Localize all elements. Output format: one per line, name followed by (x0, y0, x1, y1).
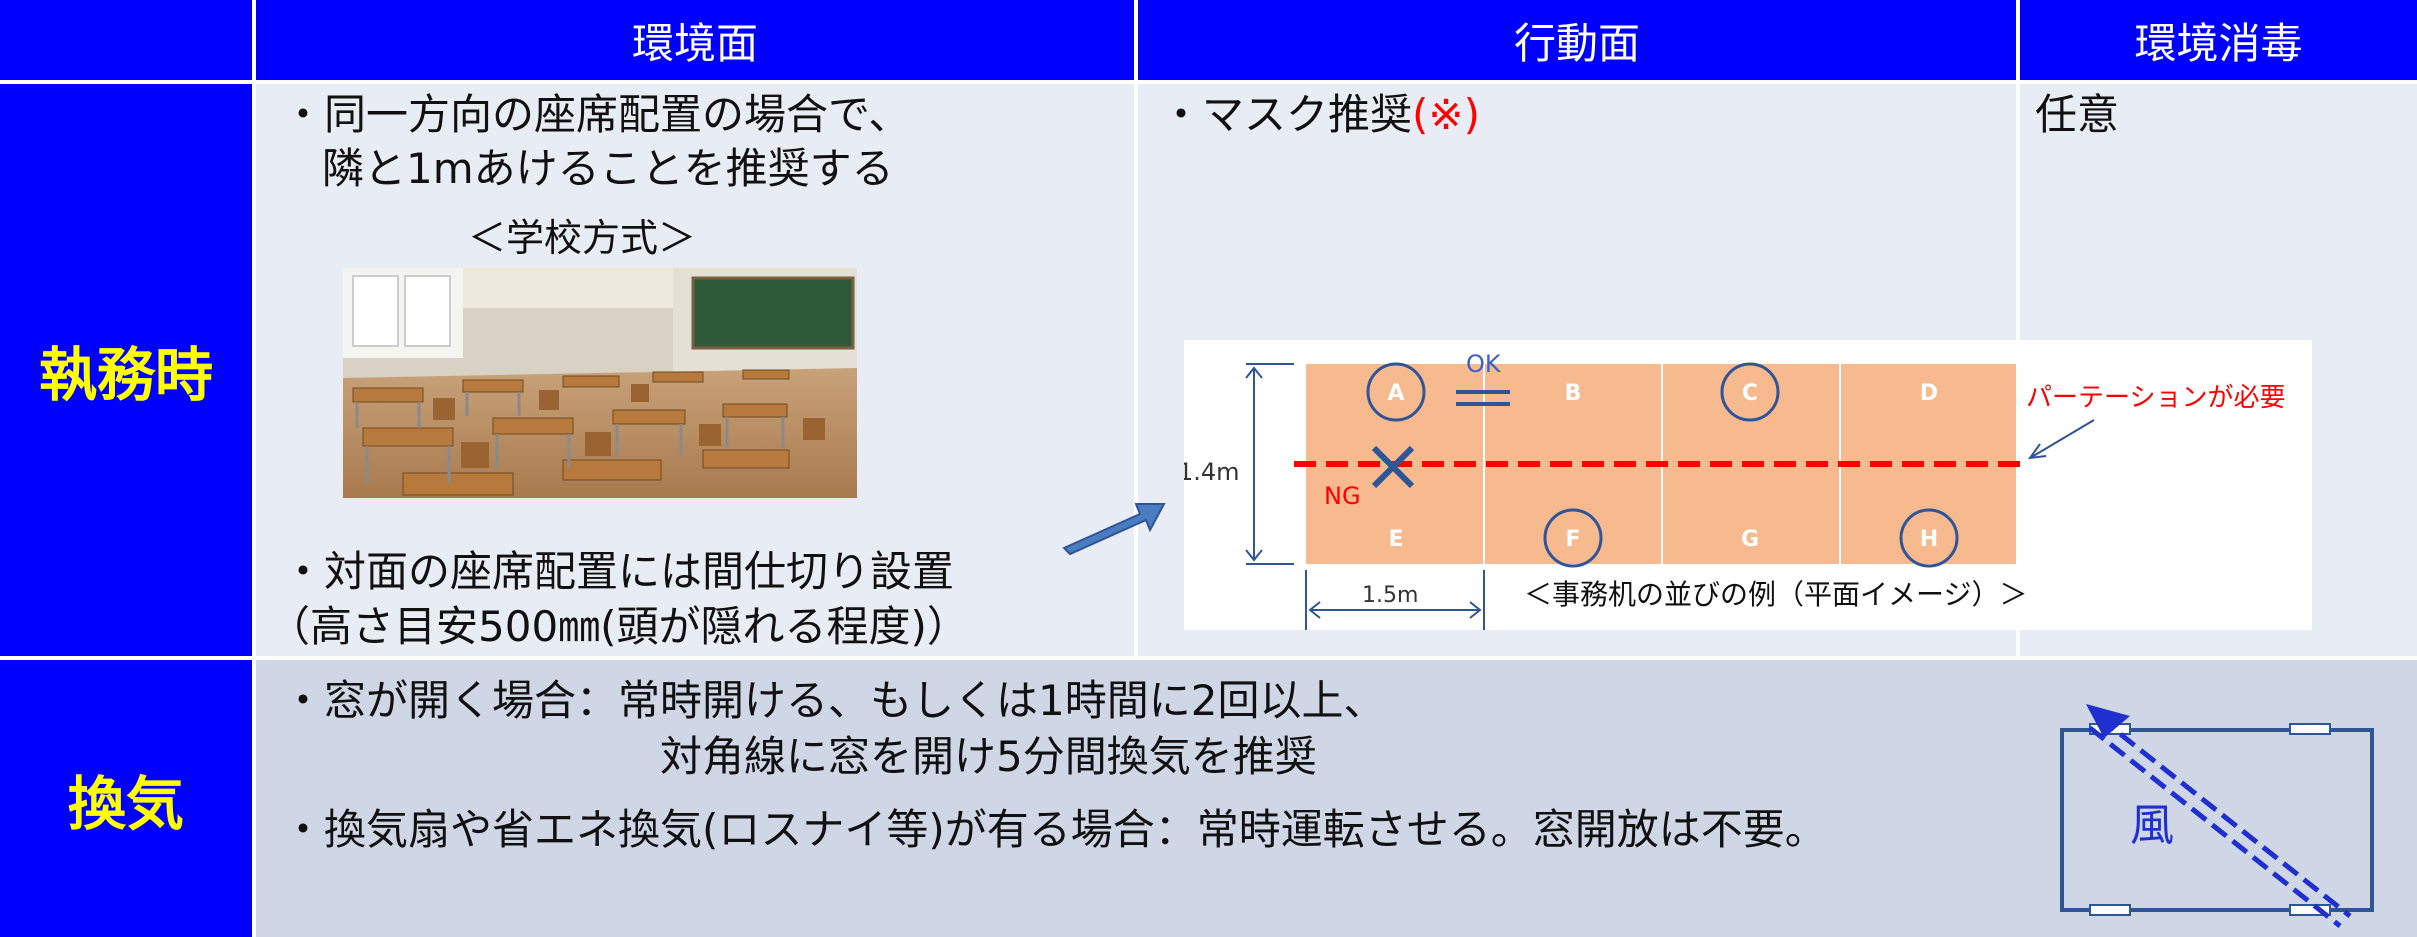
env-text-line4: （高さ目安500㎜(頭が隠れる程度)） (268, 602, 969, 651)
seat-g: G (1741, 527, 1759, 552)
desk-layout-diagram: A B C D E F G H OK NG (1178, 340, 2312, 630)
diagram-caption: ＜事務机の並びの例（平面イメージ）＞ (1524, 578, 2027, 611)
classroom-photo (343, 268, 857, 498)
cell-ventilation (256, 660, 2417, 937)
ventilation-line3: ・換気扇や省エネ換気(ロスナイ等)が有る場合：常時運転させる。窓開放は不要。 (282, 805, 1827, 854)
seat-e: E (1388, 527, 1403, 552)
seat-c: C (1742, 381, 1758, 406)
env-text-line3: ・対面の座席配置には間仕切り設置 (282, 547, 955, 596)
seat-b: B (1565, 381, 1582, 406)
header-corner (0, 0, 252, 80)
header-disinfection: 環境消毒 (2020, 0, 2417, 80)
desk-layout-graphic: A B C D E F G H OK NG (1178, 350, 2285, 630)
action-text-note: (※) (1412, 90, 1480, 139)
header-disinfection-label: 環境消毒 (2134, 18, 2303, 68)
header-environment-label: 環境面 (631, 18, 758, 68)
row-label-ventilation-text: 換気 (67, 769, 184, 838)
header-action-label: 行動面 (1513, 18, 1640, 68)
wind-diagram: 風 (2060, 704, 2374, 928)
action-text: ・マスク推奨(※) (1160, 88, 1480, 142)
pointer-arrow (1062, 503, 1166, 556)
seat-a: A (1387, 381, 1404, 406)
disinfection-text: 任意 (2035, 90, 2120, 139)
seat-d: D (1920, 381, 1938, 406)
header-environment: 環境面 (256, 0, 1134, 80)
seat-h: H (1920, 527, 1938, 552)
row-label-ventilation: 換気 (0, 660, 252, 937)
header-action: 行動面 (1138, 0, 2016, 80)
photo-caption: ＜学校方式＞ (468, 216, 697, 260)
action-text-main: ・マスク推奨 (1160, 90, 1413, 139)
ventilation-line1: ・窓が開く場合：常時開ける、もしくは1時間に2回以上、 (282, 676, 1386, 725)
row-label-working: 執務時 (0, 84, 252, 656)
partition-label: パーテーションが必要 (2026, 383, 2285, 413)
env-text-line1: ・同一方向の座席配置の場合で、 (282, 90, 911, 139)
row-label-working-text: 執務時 (38, 341, 213, 409)
ventilation-line2: 対角線に窓を開け5分間換気を推奨 (660, 732, 1317, 781)
width-label: 1.5m (1362, 583, 1418, 608)
ng-label: NG (1324, 482, 1361, 510)
ok-label: OK (1466, 350, 1502, 378)
env-text-line2: 隣と1mあけることを推奨する (322, 144, 894, 193)
wind-label: 風 (2130, 800, 2174, 851)
classroom-photo-graphic (343, 268, 857, 498)
height-label: 1.4m (1184, 458, 1240, 486)
seat-f: F (1565, 527, 1580, 552)
